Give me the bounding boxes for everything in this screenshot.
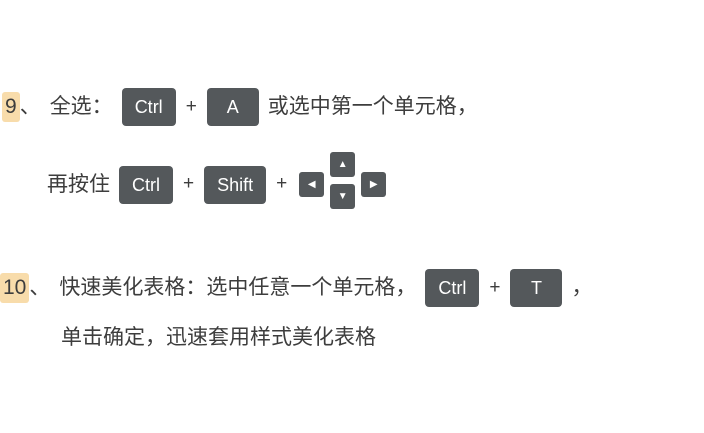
- item9-line1: 9、 全选： Ctrl + A 或选中第一个单元格，: [2, 88, 478, 126]
- arrow-left-icon: ◀: [299, 172, 325, 197]
- key-ctrl: Ctrl: [121, 88, 176, 126]
- item9-number-separator: 、: [19, 95, 41, 119]
- item9-line2: 再按住 Ctrl + Shift + ◀ ▲ ▼ ▶: [47, 152, 387, 213]
- item10-number-highlight: 10: [0, 273, 30, 303]
- item10-line1: 10、 快速美化表格：选中任意一个单元格， Ctrl + T ，: [0, 269, 592, 307]
- key-ctrl: Ctrl: [425, 269, 480, 307]
- arrow-up-icon: ▲: [330, 152, 356, 177]
- key-ctrl: Ctrl: [119, 165, 173, 204]
- item10-number: 10、: [0, 273, 51, 303]
- arrow-up-down-column: ▲ ▼: [330, 152, 356, 209]
- plus-sign: +: [489, 276, 501, 298]
- item10-line2: 单击确定，迅速套用样式美化表格: [61, 324, 376, 351]
- item10-line1-label: 快速美化表格：选中任意一个单元格，: [59, 276, 417, 300]
- arrow-down-icon: ▼: [330, 184, 356, 209]
- key-shift: Shift: [204, 165, 267, 204]
- item10-line2-label: 单击确定，迅速套用样式美化表格: [61, 326, 376, 349]
- item9-line2-label: 再按住: [47, 172, 110, 196]
- plus-sign: +: [185, 95, 197, 117]
- plus-sign: +: [183, 173, 195, 195]
- item9-number-highlight: 9: [2, 92, 20, 122]
- item10-number-separator: 、: [29, 276, 51, 300]
- plus-sign: +: [276, 173, 288, 195]
- key-t: T: [510, 269, 563, 307]
- item9-number: 9、: [2, 92, 41, 122]
- item9-line1-label: 全选：: [49, 95, 113, 119]
- item9-line1-tail: 或选中第一个单元格，: [267, 95, 478, 119]
- item10-line1-tail: ，: [571, 276, 593, 300]
- arrow-keys-cluster: ◀ ▲ ▼ ▶: [299, 152, 387, 213]
- arrow-right-icon: ▶: [361, 172, 387, 197]
- key-a: A: [206, 88, 259, 126]
